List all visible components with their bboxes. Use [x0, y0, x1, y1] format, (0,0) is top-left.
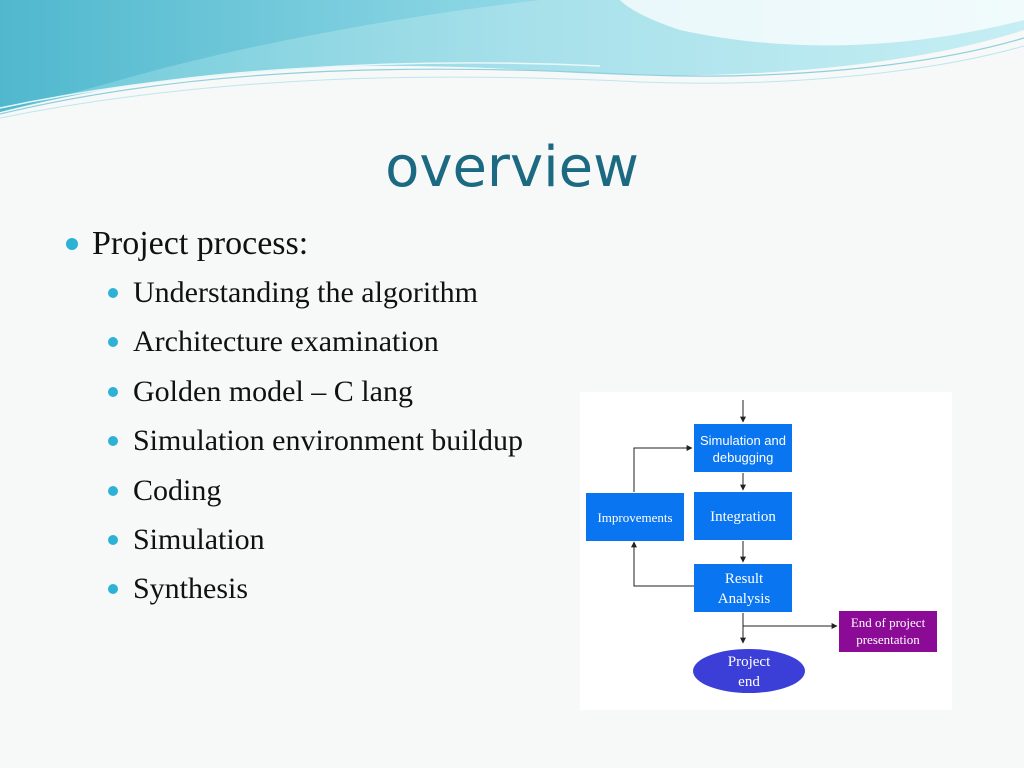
sub-bullet-text: Simulation environment buildup [133, 424, 523, 458]
result-analysis-box: Result Analysis [694, 564, 792, 612]
sub-bullet-text: Architecture examination [133, 325, 439, 359]
bullet-dot-icon [108, 436, 118, 447]
bullet-dot-icon [108, 534, 118, 545]
bullet-dot-icon [108, 485, 118, 496]
result-line1: Result [725, 571, 764, 587]
bullet-dot-icon [108, 288, 118, 298]
project-end-ellipse: Project end [693, 649, 805, 693]
end-presentation-line1: End of project [851, 615, 926, 630]
sub-bullet-item: Simulation [104, 515, 523, 564]
sub-bullet-text: Coding [133, 473, 222, 507]
improvements-box: Improvements [586, 493, 684, 541]
integration-label: Integration [710, 509, 776, 525]
sub-bullet-text: Understanding the algorithm [133, 276, 478, 309]
sub-bullet-group: Understanding the algorithm Architecture… [62, 268, 523, 614]
sub-bullet-text: Simulation [133, 522, 265, 556]
simulation-debugging-box: Simulation and debugging [694, 424, 792, 472]
sub-bullet-text: Synthesis [133, 572, 249, 606]
bullet-dot-icon [66, 238, 78, 250]
bullet-list: Project process: Understanding the algor… [62, 220, 523, 614]
bullet-dot-icon [108, 386, 118, 397]
project-end-line2: end [738, 674, 760, 690]
sub-bullet-item: Understanding the algorithm [104, 268, 523, 317]
header-wave-decoration [0, 0, 1024, 119]
sim-debug-line2: debugging [713, 450, 774, 465]
sub-bullet-item: Simulation environment buildup [104, 416, 523, 465]
sub-bullet-item: Synthesis [104, 564, 523, 613]
arrow-result-to-improvements [631, 541, 694, 587]
improvements-label: Improvements [597, 510, 672, 525]
main-bullet-text: Project process: [92, 225, 309, 262]
integration-box: Integration [694, 492, 792, 540]
slide-title: overview [385, 135, 639, 200]
sub-bullet-item: Architecture examination [104, 317, 523, 366]
process-flowchart: Simulation and debugging Integration Res… [580, 392, 952, 710]
sub-bullet-list: Understanding the algorithm Architecture… [62, 268, 523, 614]
result-line2: Analysis [718, 591, 771, 607]
end-presentation-box: End of project presentation [839, 611, 937, 652]
sub-bullet-text: Golden model – C lang [133, 374, 413, 408]
bullet-dot-icon [108, 584, 118, 595]
sim-debug-line1: Simulation and [700, 433, 786, 448]
arrow-improvements-to-simulation [633, 445, 693, 492]
sub-bullet-item: Golden model – C lang [104, 367, 523, 416]
project-end-line1: Project [728, 654, 771, 670]
main-bullet: Project process: [62, 220, 523, 268]
bullet-dot-icon [108, 337, 118, 348]
sub-bullet-item: Coding [104, 466, 523, 515]
end-presentation-line2: presentation [856, 632, 920, 647]
